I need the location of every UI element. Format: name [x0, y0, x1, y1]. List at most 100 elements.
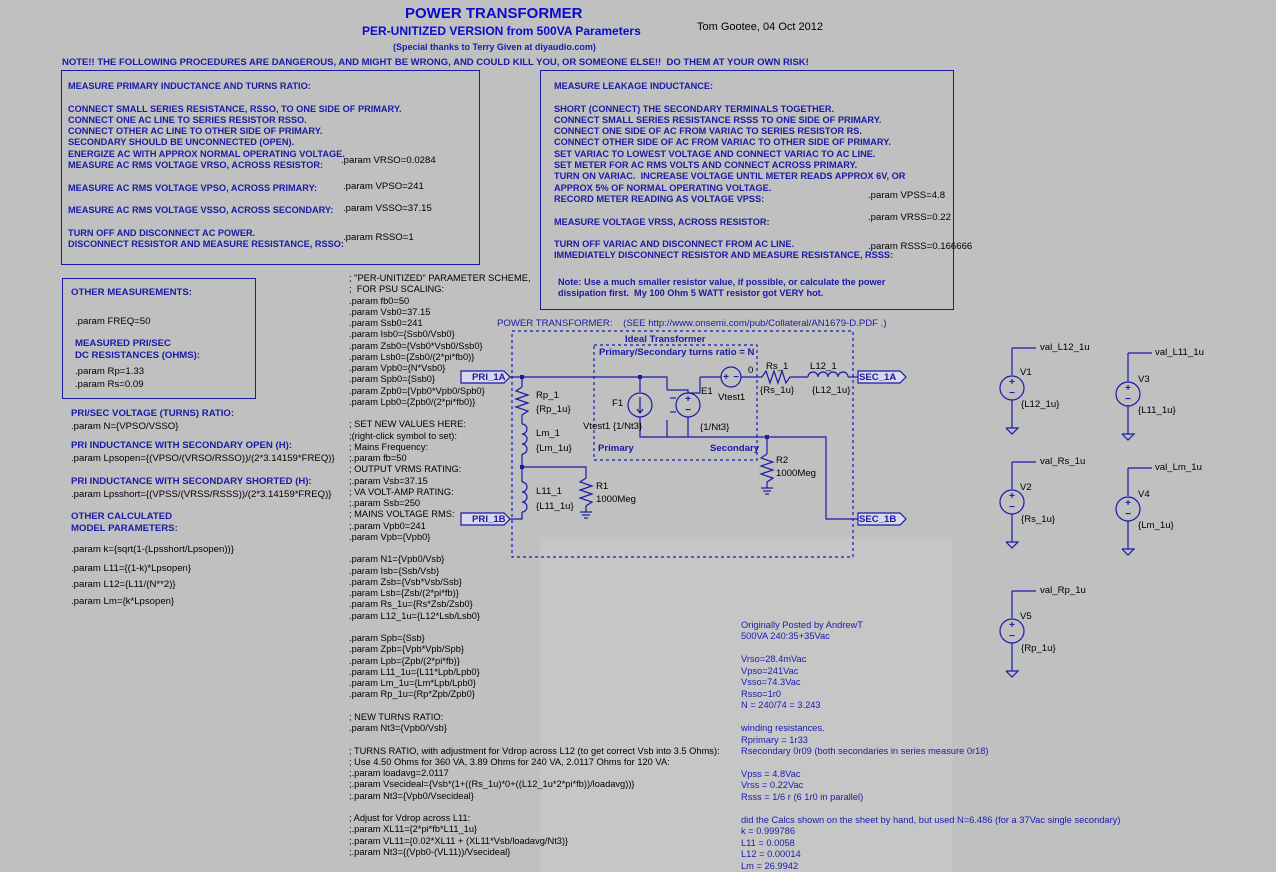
e1-name: E1: [701, 386, 713, 397]
schematic-caption: POWER TRANSFORMER: (SEE http://www.onsem…: [497, 318, 887, 329]
v2-value: {Rs_1u}: [1021, 514, 1056, 525]
transformer-outline: [511, 330, 854, 558]
thanks-note: (Special thanks to Terry Given at diyaud…: [393, 42, 596, 52]
param-lm: .param Lm={k*Lpsopen}: [71, 596, 175, 607]
notes-panel: [540, 537, 952, 872]
svg-text:+: +: [1009, 377, 1015, 388]
v3-name: V3: [1138, 374, 1150, 385]
r1-name: R1: [596, 481, 609, 492]
param-l12: .param L12={L11/(N**2)}: [71, 579, 176, 590]
svg-text:−: −: [1009, 502, 1015, 513]
port-pri-1a-label: PRI_1A: [472, 372, 506, 383]
primary-measurement-box: [61, 70, 480, 265]
r1-resistor: [578, 477, 594, 512]
svg-text:−: −: [1009, 388, 1015, 399]
shorted-inductance-heading: PRI INDUCTANCE WITH SECONDARY SHORTED (H…: [71, 476, 312, 487]
open-inductance-heading: PRI INDUCTANCE WITH SECONDARY OPEN (H):: [71, 440, 293, 451]
danger-warning: NOTE!! THE FOLLOWING PROCEDURES ARE DANG…: [62, 57, 809, 68]
port-sec-1b: [857, 512, 907, 526]
author-date: Tom Gootee, 04 Oct 2012: [697, 21, 823, 33]
ideal-transformer-outline: [593, 344, 758, 461]
param-n: .param N={VPSO/VSSO}: [71, 421, 179, 432]
port-pri-1a: [460, 370, 511, 384]
rp-resistor: [514, 386, 530, 424]
r2-value: 1000Meg: [776, 468, 817, 479]
svg-text:−: −: [733, 372, 739, 383]
svg-text:+: +: [723, 372, 729, 383]
r1-value: 1000Meg: [596, 494, 637, 505]
other-measurements-heading: OTHER MEASUREMENTS:: [71, 287, 192, 298]
andrewt-notes: Originally Posted by AndrewT 500VA 240:3…: [741, 620, 1121, 871]
lm-inductor: [521, 423, 528, 455]
ideal-transformer-label: Ideal Transformer: [625, 334, 706, 345]
param-lpsopen: .param Lpsopen={(VPSO/(VRSO/RSSO))/(2*3.…: [71, 453, 335, 464]
v5-net: val_Rp_1u: [1040, 585, 1086, 596]
primary-procedure-text: MEASURE PRIMARY INDUCTANCE AND TURNS RAT…: [68, 81, 402, 250]
v5-value: {Rp_1u}: [1021, 643, 1056, 654]
l12-inductor: [807, 371, 849, 378]
vtest1-name: Vtest1: [718, 392, 746, 403]
model-params-heading: OTHER CALCULATED MODEL PARAMETERS:: [71, 511, 178, 534]
svg-text:−: −: [1125, 509, 1131, 520]
l12-name: L12_1: [810, 361, 837, 372]
param-rs: .param Rs=0.09: [75, 379, 144, 390]
param-rsso: .param RSSO=1: [343, 232, 414, 243]
primary-label: Primary: [598, 443, 634, 454]
v2-net: val_Rs_1u: [1040, 456, 1086, 467]
v2-name: V2: [1020, 482, 1032, 493]
parameter-sources: [999, 347, 1152, 678]
lm-name: Lm_1: [536, 428, 560, 439]
turns-ratio-label: Primary/Secondary turns ratio = N: [599, 347, 755, 358]
svg-text:−: −: [685, 405, 691, 416]
l11-value: {L11_1u}: [536, 501, 574, 512]
l12-value: {L12_1u}: [812, 385, 851, 396]
svg-text:+: +: [1125, 498, 1131, 509]
param-vpss: .param VPSS=4.8: [868, 190, 946, 201]
v1-value: {L12_1u}: [1021, 399, 1060, 410]
f1-value: Vtest1 {1/Nt3}: [583, 421, 643, 432]
svg-text:+: +: [1009, 620, 1015, 631]
v4-value: {Lm_1u}: [1138, 520, 1174, 531]
port-sec-1a-label: SEC_1A: [859, 372, 897, 383]
turns-ratio-heading: PRI/SEC VOLTAGE (TURNS) RATIO:: [71, 408, 235, 419]
page-subtitle: PER-UNITIZED VERSION from 500VA Paramete…: [362, 24, 641, 38]
secondary-label: Secondary: [710, 443, 760, 454]
per-unitized-parameters: ; "PER-UNITIZED" PARAMETER SCHEME, ; FOR…: [349, 273, 720, 857]
v4-name: V4: [1138, 489, 1150, 500]
param-rp: .param Rp=1.33: [75, 366, 145, 377]
svg-text:+: +: [1125, 383, 1131, 394]
leakage-procedure-text: MEASURE LEAKAGE INDUCTANCE: SHORT (CONNE…: [554, 81, 906, 261]
svg-text:+: +: [1009, 491, 1015, 502]
param-lpsshort: .param Lpsshort={(VPSS/(VRSS/RSSS))/(2*3…: [71, 489, 332, 500]
v3-net: val_L11_1u: [1155, 347, 1204, 358]
param-vrss: .param VRSS=0.22: [868, 212, 951, 223]
e1-value: {1/Nt3}: [700, 422, 730, 433]
param-vrso: .param VRSO=0.0284: [341, 155, 436, 166]
vtest1-value: 0: [748, 365, 754, 376]
lm-value: {Lm_1u}: [536, 443, 572, 454]
v1-name: V1: [1020, 367, 1032, 378]
v3-value: {L11_1u}: [1138, 405, 1176, 416]
param-k: .param k={sqrt(1-(Lpsshort/Lpsopen))}: [71, 544, 234, 555]
svg-text:−: −: [1125, 394, 1131, 405]
svg-text:+: +: [685, 394, 691, 405]
param-freq: .param FREQ=50: [75, 316, 151, 327]
rs-value: {Rs_1u}: [760, 385, 795, 396]
port-sec-1b-label: SEC_1B: [859, 514, 897, 525]
f1-name: F1: [612, 398, 624, 409]
v1-net: val_L12_1u: [1040, 342, 1090, 353]
param-l11: .param L11={(1-k)*Lpsopen}: [71, 563, 192, 574]
v5-name: V5: [1020, 611, 1032, 622]
port-pri-1b: [460, 512, 511, 526]
v4-net: val_Lm_1u: [1155, 462, 1202, 473]
param-vsso: .param VSSO=37.15: [343, 203, 432, 214]
port-pri-1b-label: PRI_1B: [472, 514, 506, 525]
leakage-measurement-box: [540, 70, 954, 310]
page-title: POWER TRANSFORMER: [405, 5, 583, 22]
l11-inductor: [521, 481, 528, 513]
resistor-note: Note: Use a much smaller resistor value,…: [558, 277, 886, 298]
rs-name: Rs_1: [766, 361, 789, 372]
rp-value: {Rp_1u}: [536, 404, 571, 415]
param-rsss: .param RSSS=0.166666: [868, 241, 973, 252]
